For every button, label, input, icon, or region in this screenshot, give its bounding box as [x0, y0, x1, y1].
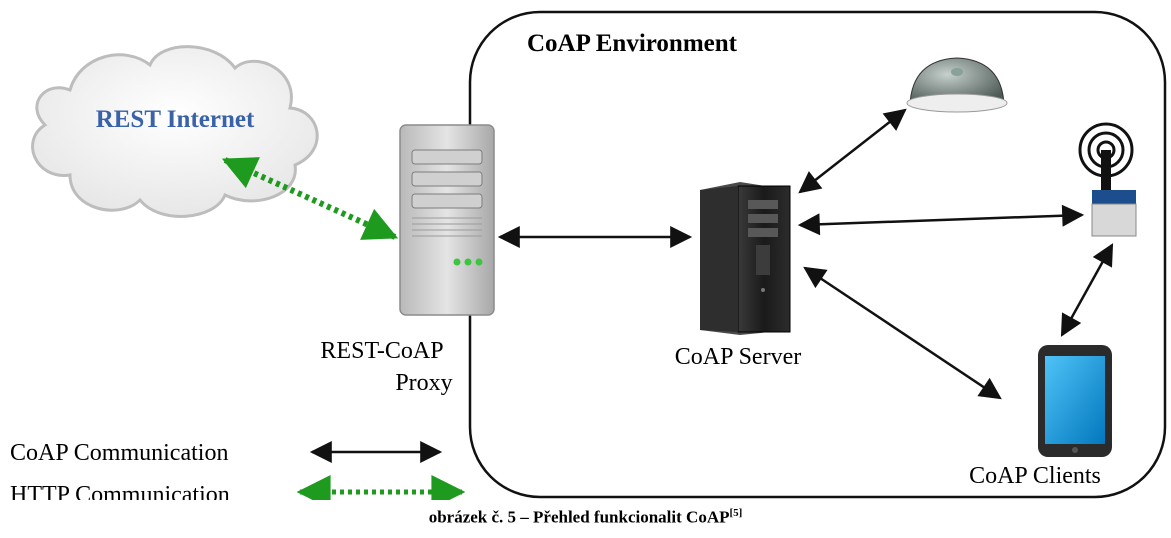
cloud-label: REST Internet	[96, 106, 255, 133]
proxy-server-icon	[399, 124, 495, 316]
coap-arrow-server-camera	[798, 108, 907, 194]
dome-camera-icon	[906, 57, 1008, 113]
coap-diagram: CoAP Environment REST Internet REST-CoAP…	[10, 10, 1167, 500]
coap-arrow-server-clients	[803, 266, 1002, 400]
environment-title: CoAP Environment	[527, 30, 738, 57]
legend-http-label: HTTP Communication	[10, 482, 230, 500]
wireless-sensor-icon	[1078, 122, 1137, 237]
coap-arrow-server-sensor	[797, 204, 1085, 236]
smartphone-icon	[1038, 345, 1112, 457]
proxy-label-line1: REST-CoAP	[320, 338, 443, 364]
figure-caption: obrázek č. 5 – Přehled funkcionalit CoAP…	[0, 507, 1171, 528]
legend: CoAP Communication HTTP Communication	[10, 440, 466, 500]
proxy-label-line2: Proxy	[395, 370, 452, 396]
caption-text: obrázek č. 5 – Přehled funkcionalit CoAP	[428, 507, 730, 527]
legend-coap-label: CoAP Communication	[10, 440, 228, 466]
coap-server-icon	[700, 182, 791, 335]
server-label: CoAP Server	[675, 344, 801, 370]
coap-arrow-sensor-phone	[1060, 243, 1114, 337]
clients-label: CoAP Clients	[969, 463, 1101, 489]
caption-reference: [5]	[729, 507, 743, 519]
http-arrow-cloud-proxy	[221, 157, 399, 240]
